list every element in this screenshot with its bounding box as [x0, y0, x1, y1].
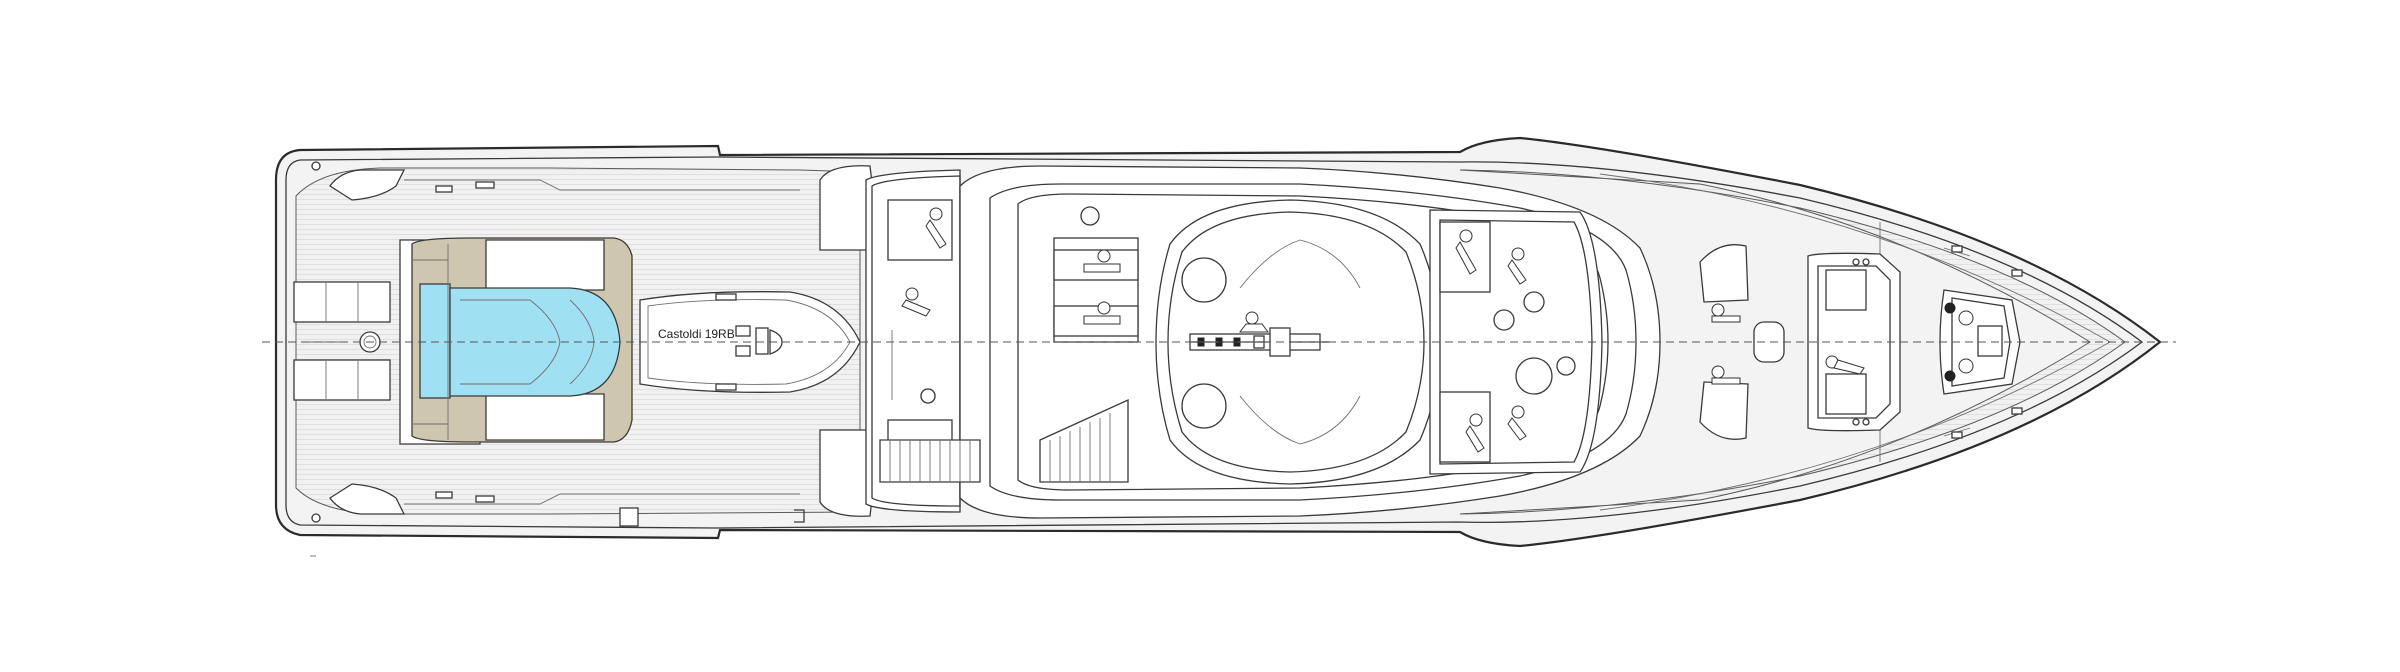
person-icon [1239, 311, 1269, 333]
cleat-icon [435, 491, 453, 499]
table-icon [1556, 356, 1576, 376]
pool-step [419, 283, 451, 399]
aft-superstructure [819, 165, 961, 517]
person-icon [1825, 355, 1865, 375]
sofa [1439, 391, 1491, 463]
radar-dome [1181, 257, 1227, 303]
sunbed [293, 281, 391, 323]
aft-sunbeds [293, 281, 391, 401]
cleat-icon [475, 181, 495, 189]
cleat-icon [475, 495, 495, 503]
person-icon [1507, 405, 1527, 441]
sunchair [1699, 381, 1749, 440]
person-icon [1083, 249, 1121, 273]
sofa [887, 199, 953, 261]
sunchair [1699, 244, 1749, 303]
person-icon [925, 207, 947, 249]
person-icon [1711, 365, 1741, 385]
bollard-icon [311, 161, 321, 171]
person-icon [901, 287, 931, 317]
spotlight-icon [1080, 206, 1100, 226]
winch-icon [1944, 370, 1956, 382]
person-icon [1711, 303, 1741, 323]
person-icon [1507, 247, 1527, 285]
radar-dome [1181, 383, 1227, 429]
cleat-icon [435, 185, 453, 193]
swimming-pool [399, 237, 633, 445]
bollard-icon [311, 513, 321, 523]
table-icon [1523, 291, 1545, 313]
table-icon [1493, 309, 1515, 331]
person-icon [1465, 413, 1485, 453]
winch-icon [1944, 302, 1956, 314]
staircase [879, 398, 1129, 483]
deck-hatch [619, 507, 639, 527]
table-icon [1515, 357, 1553, 395]
tender-label: Castoldi 19RB [658, 327, 735, 341]
flybridge [1155, 199, 1441, 485]
person-icon [1455, 229, 1477, 275]
person-icon [1083, 301, 1121, 325]
sunbed [293, 359, 391, 401]
